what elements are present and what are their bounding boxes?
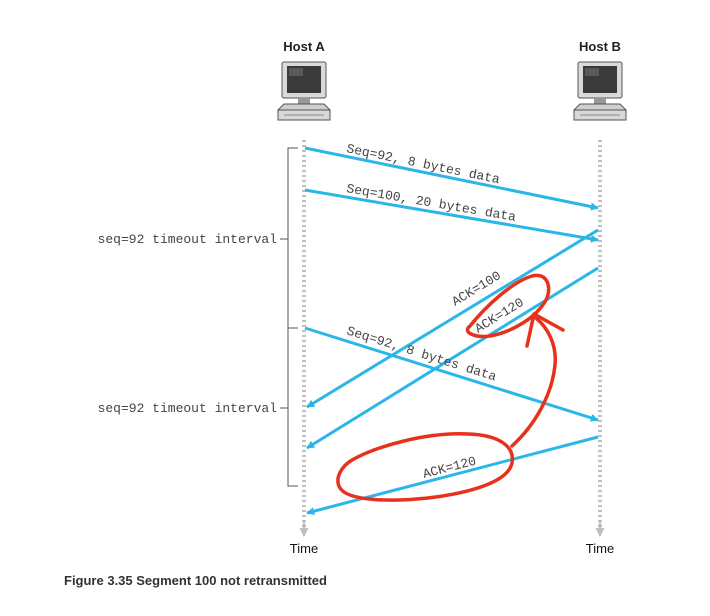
annotation-arrowhead: [525, 312, 565, 348]
timeout-label-2: seq=92 timeout interval: [98, 401, 278, 416]
timeout-label-1: seq=92 timeout interval: [98, 232, 278, 247]
annotation-circle-final-ack: [336, 432, 515, 502]
timeout-bracket-1: [287, 147, 298, 329]
figure-caption: Figure 3.35 Segment 100 not retransmitte…: [64, 573, 327, 588]
computer-icon: [276, 61, 332, 121]
host-a-label: Host A: [283, 39, 325, 54]
timeout-bracket-2: [287, 327, 298, 487]
message-label-ack120-final: ACK=120: [421, 454, 478, 482]
host-b-label: Host B: [579, 39, 621, 54]
message-arrow-ack120-final: [306, 435, 599, 516]
message-arrow-ack120: [306, 266, 599, 450]
message-arrow-ack100: [306, 228, 599, 409]
message-arrow-seq100: [304, 188, 599, 243]
time-label-a: Time: [290, 541, 318, 556]
message-arrow-seq92-retransmit: [304, 326, 599, 422]
computer-icon: [572, 61, 628, 121]
message-label-seq92: Seq=92, 8 bytes data: [345, 141, 501, 187]
annotation-circle-ack120: [465, 273, 551, 339]
time-label-b: Time: [586, 541, 614, 556]
annotation-connector: [510, 316, 557, 448]
message-arrow-seq92: [304, 146, 599, 211]
message-label-seq100: Seq=100, 20 bytes data: [345, 181, 517, 225]
